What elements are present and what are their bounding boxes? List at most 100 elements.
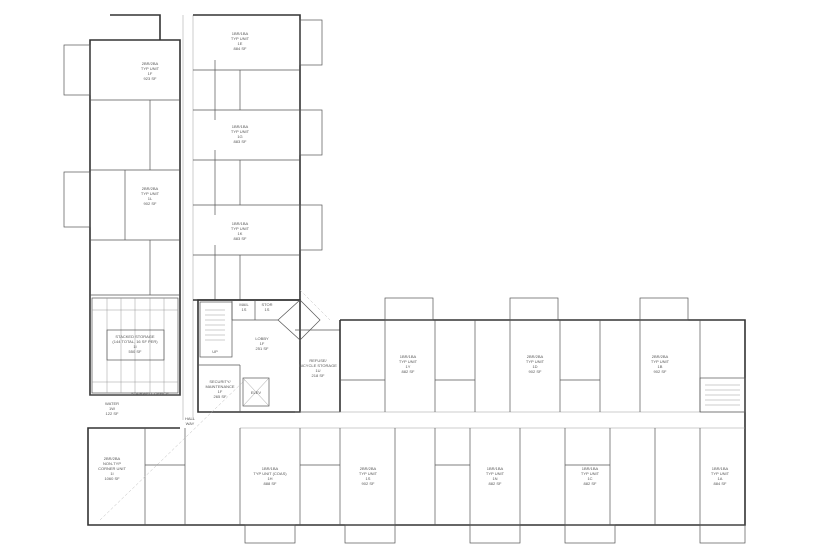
room-label-line: TYP UNIT [231,129,250,134]
room-stairwell-office: STAIRWELL OFFICE [131,391,169,396]
room-label-line: 1BR/1BA [400,354,417,359]
room-label-line: MAINTENANCE [205,384,234,389]
room-label-line: 2BR/2BA [652,354,669,359]
room-label-line: 1BR/1BA [232,221,249,226]
room-label-line: 902 SF [529,369,542,374]
room-label-line: 1A [718,476,723,481]
room-label-line: 1G [237,134,242,139]
room-label-line: 1H [267,476,272,481]
room-label-line: 882 SF [584,481,597,486]
room-label-line: TYP UNIT [399,359,418,364]
room-label-line: 1S [366,476,371,481]
balconies [63,19,746,544]
room-label-line: 1B [658,364,663,369]
room-label-line: TYP UNIT [231,226,250,231]
room-label-line: 1W [109,406,115,411]
room-label-line: 923 SF [144,76,157,81]
room-label-line: 1F [260,341,265,346]
room-label-line: 218 SF [312,373,325,378]
room-label-line: 1U [315,368,320,373]
room-label-line: 1BR/1BA [712,466,729,471]
room-label-line: MAIL [239,302,249,307]
room-label-line: TYP UNIT [486,471,505,476]
room-label-line: STACKED STORAGE [115,334,155,339]
room-label-line: 1K [238,231,243,236]
room-label-line: 1C [587,476,592,481]
room-label-line: TYP UNIT (COAS) [253,471,287,476]
room-label-line: HALL [185,416,196,421]
room-label-line: 1BR/1BA [232,31,249,36]
room-label-line: TYP UNIT [581,471,600,476]
room-label-line: 2BR/2BA [142,186,159,191]
room-label-line: TYP UNIT [141,191,160,196]
room-label-line: 1D [532,364,537,369]
room-label-line: 1060 SF [104,476,120,481]
room-label-line: LOBBY [255,336,269,341]
room-label-line: 1S [242,307,247,312]
room-label-line: 882 SF [402,369,415,374]
room-label-line: 1E [238,41,243,46]
room-label-line: 1BR/1BA [232,124,249,129]
room-label-line: 1F [148,71,153,76]
room-label-line: 888 SF [264,481,277,486]
room-label-line: WAY [186,421,195,426]
room-label-line: STAIRWELL OFFICE [131,391,169,396]
room-label-line: TYP UNIT [711,471,730,476]
room-label-line: 902 SF [654,369,667,374]
room-label-line: 1L [148,196,153,201]
room-label-line: 2BR/2BA [360,466,377,471]
room-label-line: BICYCLE STORAGE [299,363,337,368]
room-label-line: 1BR/1BA [487,466,504,471]
room-label-line: 2BR/2BA [527,354,544,359]
room-label-line: 122 SF [106,411,119,416]
room-label-line: TYP UNIT [359,471,378,476]
room-label-line: SECURITY/ [209,379,231,384]
room-label-line: STOR [261,302,272,307]
room-label-line: 2BR/2BA [142,61,159,66]
room-label-line: 550 SF [129,349,142,354]
room-label-line: 1Y [406,364,411,369]
room-label-line: TYP UNIT [651,359,670,364]
room-label-line: 1BR/1BA [582,466,599,471]
room-label-line: 265 SF [214,394,227,399]
room-label-line: CORNER UNIT [98,466,126,471]
room-label-line: 1N [492,476,497,481]
room-stacked-storage: STACKED STORAGE(144 TOTAL, 16 SF PER)1I5… [112,334,158,354]
room-label-line: 2BR/2BA [104,456,121,461]
room-label-line: TYP UNIT [526,359,545,364]
room-label-line: 902 SF [144,201,157,206]
room-label-line: 883 SF [234,236,247,241]
room-label-line: (144 TOTAL, 16 SF PER) [112,339,158,344]
room-label-line: 884 SF [234,46,247,51]
room-label-line: 884 SF [714,481,727,486]
stair-up-label: UP [212,349,218,354]
elevator-label: ELEV [251,390,262,395]
room-label-line: TYP UNIT [141,66,160,71]
room-label-line: 1I [133,344,136,349]
room-label-line: REFUSE/ [309,358,327,363]
room-label-line: WATER [105,401,119,406]
room-label-line: 1F [218,389,223,394]
